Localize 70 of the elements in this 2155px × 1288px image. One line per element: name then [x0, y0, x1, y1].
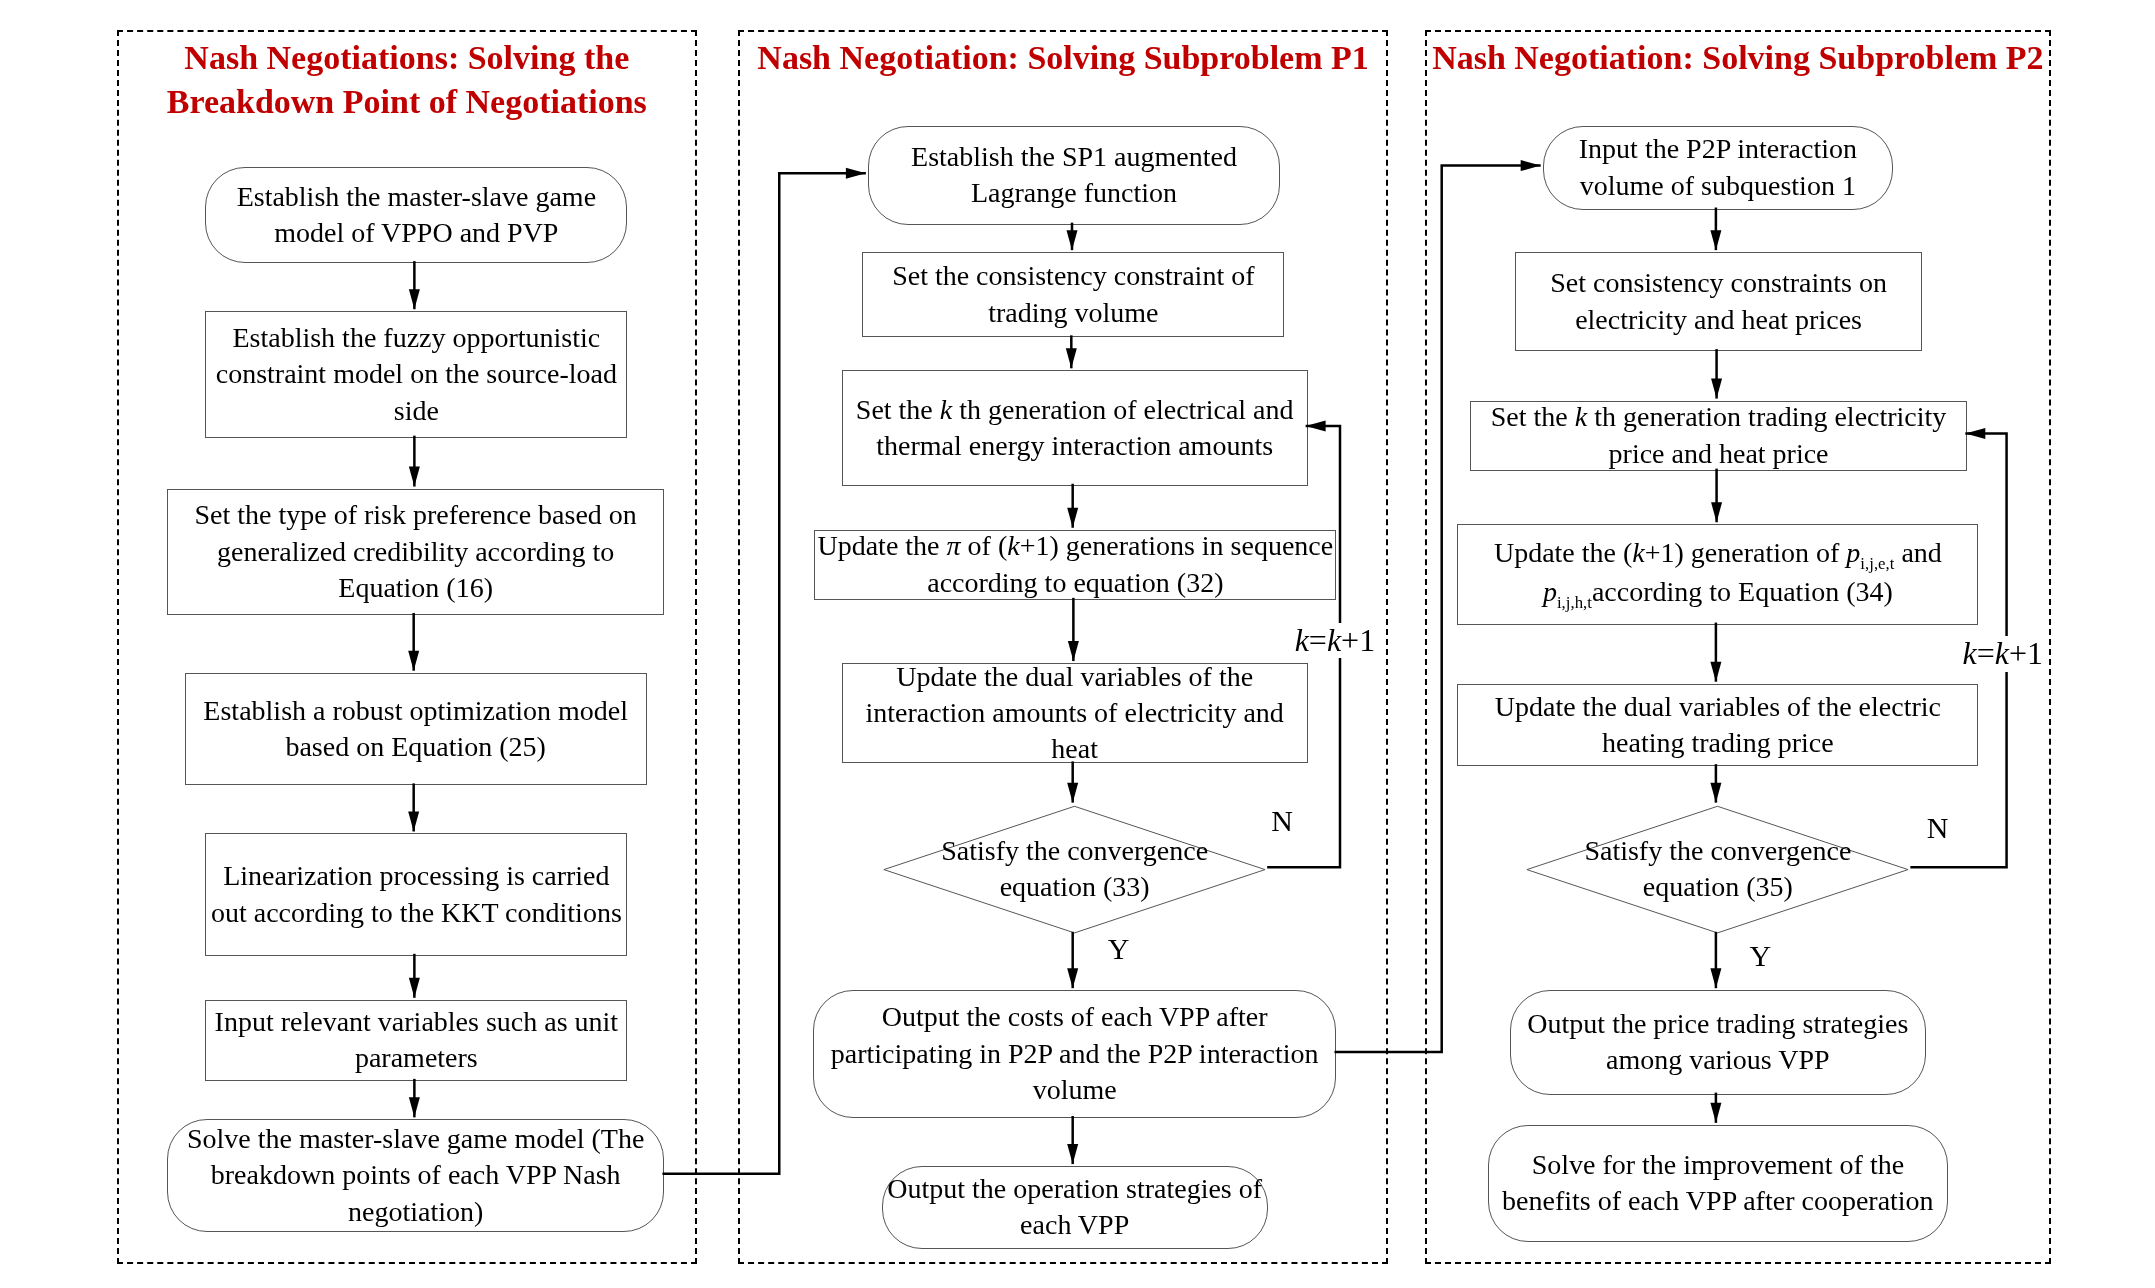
process-box: [1457, 524, 1979, 625]
step-text: Output the operation strategies of each VPP: [886, 1171, 1264, 1243]
group-title: Nash Negotiation: Solving Subproblem P1: [757, 38, 1369, 79]
process-box: [184, 672, 647, 786]
arrow: [1711, 468, 1723, 523]
process-box: [205, 999, 628, 1081]
step-text: Update the (k+1) generation of p$_{i,j,e,t}$ and p$_{i,j,h,t}$according to Equation (34): [1492, 536, 1943, 614]
arrow: [1710, 1092, 1722, 1123]
loop-label: k=k+1: [1294, 622, 1376, 658]
arrow: [408, 783, 420, 832]
step-text: Input relevant variables such as unit parameters: [213, 1004, 620, 1076]
arrow: [1067, 1116, 1079, 1165]
arrow: [1267, 420, 1342, 869]
arrow: [408, 261, 420, 310]
step-text: Establish the fuzzy opportunistic constraint model on the source-load side: [214, 320, 618, 428]
step-text: Establish the SP1 augmented Lagrange function: [910, 139, 1238, 211]
arrow: [1910, 428, 2008, 869]
loop-label: k=k+1: [1962, 636, 2044, 672]
step-text: Set the k th generation trading electricity price and heat price: [1489, 400, 1948, 471]
step-text: Input the P2P interaction volume of subquestion 1: [1577, 132, 1858, 203]
step-text: Output the costs of each VPP after participating in P2P and the P2P interaction volume: [829, 1000, 1320, 1108]
step-text: Update the dual variables of the electric heating trading price: [1493, 689, 1942, 760]
rounded-process-box: [205, 166, 628, 264]
process-box: [1515, 252, 1922, 352]
arrow: [408, 435, 420, 487]
step-text: Satisfy the convergence equation (35): [1583, 833, 1853, 905]
dashed-group-frame: [1425, 30, 2051, 1265]
process-box: [205, 833, 628, 956]
step-text: Establish the master-slave game model of VPPO and PVP: [235, 179, 598, 250]
arrow: [408, 953, 420, 998]
process-box: [841, 663, 1308, 764]
arrow: [1067, 597, 1079, 662]
step-text: Solve for the improvement of the benefits of each VPP after cooperation: [1501, 1147, 1935, 1219]
rounded-process-box: [1487, 1124, 1949, 1242]
arrow: [1710, 764, 1722, 803]
arrow: [1710, 931, 1722, 989]
step-text: Set consistency constraints on electricity and heat prices: [1549, 266, 1888, 337]
arrow: [1710, 622, 1722, 682]
step-text: Update the π of (k+1) generations in sequence according to equation (32): [816, 529, 1335, 600]
arrow: [408, 612, 420, 671]
arrow: [1067, 931, 1079, 989]
step-text: Set the k th generation of electrical and thermal energy interaction amounts: [854, 392, 1295, 464]
step-text: Set the type of risk preference based on generalized credibility according to Equation (16): [193, 498, 638, 605]
arrow: [1067, 483, 1079, 528]
process-box: [841, 370, 1308, 486]
step-text: Output the price trading strategies among various VPP: [1526, 1007, 1910, 1078]
process-box: [205, 311, 628, 438]
dashed-group-frame: [116, 30, 697, 1265]
rounded-process-box: [812, 990, 1337, 1118]
step-text: Satisfy the convergence equation (33): [940, 833, 1210, 905]
arrow: [408, 1078, 420, 1118]
step-text: Set the consistency constraint of trading volume: [891, 259, 1256, 330]
rounded-process-box: [1509, 990, 1927, 1095]
step-text: Linearization processing is carried out according to the KKT conditions: [209, 859, 623, 930]
arrow: [1711, 349, 1723, 399]
arrow: [1710, 207, 1722, 251]
arrow: [1066, 222, 1078, 251]
dashed-group-frame: [738, 30, 1389, 1265]
step-text: Update the dual variables of the interaction amounts of electricity and heat: [864, 659, 1285, 767]
group-title: Nash Negotiation: Solving Subproblem P2: [1432, 38, 2044, 79]
arrow: [662, 167, 866, 1175]
arrow: [1065, 335, 1077, 369]
step-text: Solve the master-slave game model (The breakdown points of each VPP Nash negotiation): [185, 1122, 646, 1229]
step-text: Establish a robust optimization model based on Equation (25): [202, 693, 629, 764]
group-title: Nash Negotiations: Solving the Breakdown Point of Negotiations: [165, 38, 648, 123]
process-box: [1457, 683, 1979, 767]
arrow: [1334, 160, 1541, 1054]
process-box: [862, 252, 1285, 338]
arrow: [1067, 761, 1079, 803]
process-box: [166, 488, 665, 615]
